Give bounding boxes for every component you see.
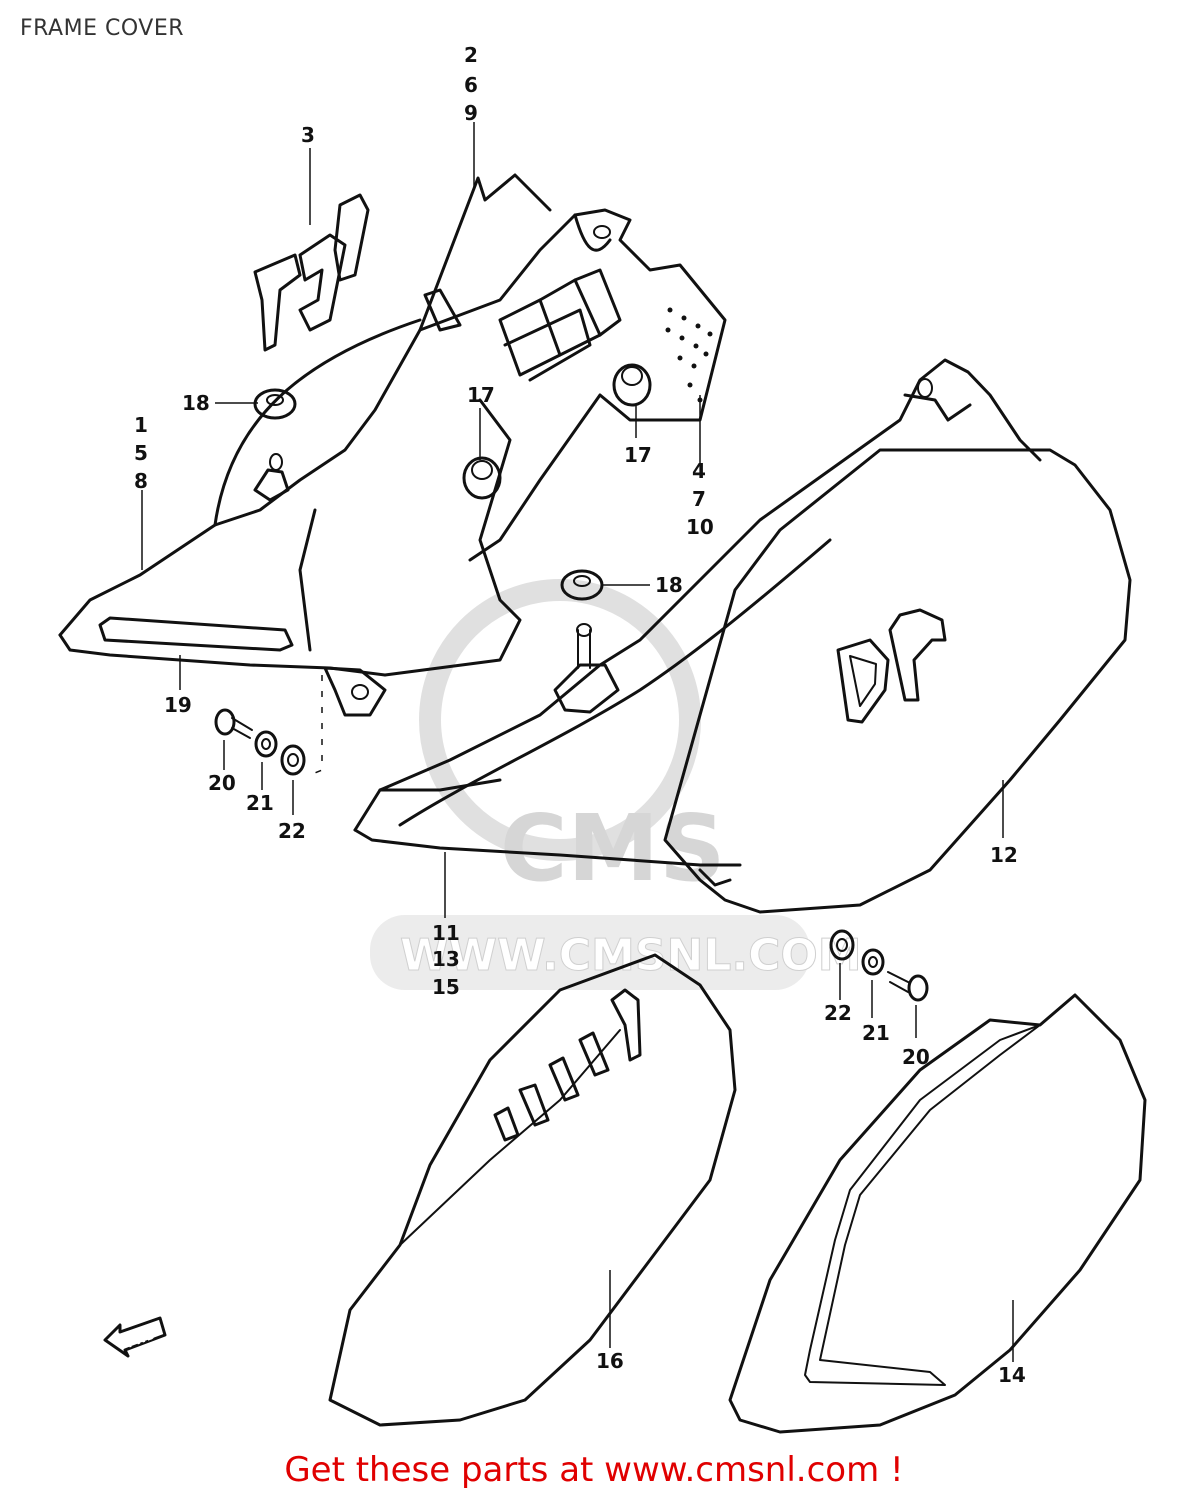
label-18-right: 18	[655, 573, 683, 597]
footer-link-text[interactable]: Get these parts at www.cmsnl.com !	[284, 1450, 904, 1490]
leader-lines	[141, 122, 1014, 1362]
label-16: 16	[596, 1349, 624, 1373]
watermark-url: WWW.CMSNL.COM	[400, 930, 862, 981]
label-19: 19	[164, 693, 192, 717]
label-21-left: 21	[246, 791, 274, 815]
cowl-cover	[383, 208, 727, 677]
dr-emblem	[836, 608, 947, 724]
label-3: 3	[301, 123, 315, 147]
label-10: 10	[686, 515, 714, 539]
fwd-label: FWD	[125, 1329, 156, 1351]
washer-21-left	[254, 730, 278, 758]
page-title: FRAME COVER	[20, 16, 185, 41]
label-12: 12	[990, 843, 1018, 867]
label-4: 4	[692, 459, 706, 483]
washer-22-right	[829, 929, 855, 961]
watermark-brand: CMS	[500, 795, 725, 902]
grommet-17-right	[612, 363, 652, 407]
bolt-20-right	[887, 971, 929, 1002]
label-2: 2	[464, 43, 478, 67]
label-17-right: 17	[624, 443, 652, 467]
label-1: 1	[134, 413, 148, 437]
grommet-17-mid	[462, 456, 502, 500]
label-5: 5	[134, 441, 148, 465]
label-15: 15	[432, 975, 460, 999]
label-9: 9	[464, 101, 478, 125]
washer-21-right	[861, 948, 885, 976]
cushion-18-left	[253, 388, 297, 420]
part-labels: 2 6 9 3 1 5 8 18 17 17 4 7 10 18 19 20 2…	[134, 43, 1026, 1387]
washer-22-left	[280, 744, 306, 776]
vent-dots	[665, 307, 713, 403]
fwd-arrow-icon: FWD	[103, 1316, 167, 1358]
label-22-right: 22	[824, 1001, 852, 1025]
emblem-3	[253, 193, 370, 352]
label-14: 14	[998, 1363, 1026, 1387]
label-17-mid: 17	[467, 383, 495, 407]
label-11: 11	[432, 921, 460, 945]
label-6: 6	[464, 73, 478, 97]
side-panel-12	[663, 448, 1132, 914]
stripe-decal	[493, 988, 642, 1142]
bolt-20-left	[214, 708, 253, 739]
label-8: 8	[134, 469, 148, 493]
label-7: 7	[692, 487, 706, 511]
label-18-left: 18	[182, 391, 210, 415]
label-20-left: 20	[208, 771, 236, 795]
label-22-left: 22	[278, 819, 306, 843]
side-panel-16	[328, 953, 737, 1427]
label-20-right: 20	[902, 1045, 930, 1069]
label-13: 13	[432, 947, 460, 971]
side-panel-14	[728, 993, 1147, 1434]
frame-cover-right	[353, 358, 1042, 887]
label-21-right: 21	[862, 1021, 890, 1045]
watermark: CMS WWW.CMSNL.COM	[370, 579, 862, 990]
